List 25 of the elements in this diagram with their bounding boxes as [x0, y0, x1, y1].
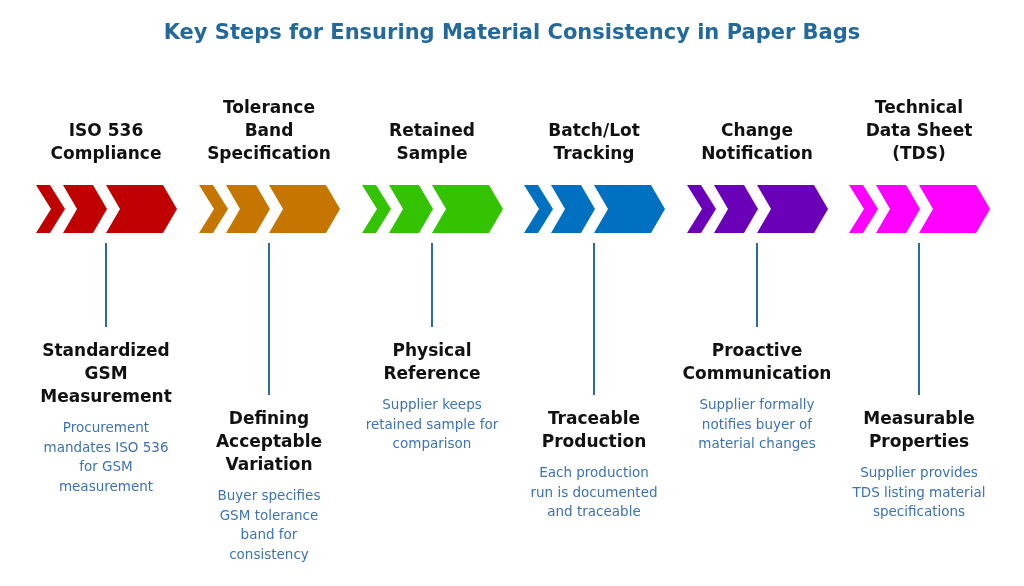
outcome-heading: Traceable Production — [540, 407, 648, 453]
step-title: Technical Data Sheet (TDS) — [864, 96, 974, 165]
description-text: Supplier provides TDS listing material specifications — [851, 463, 987, 521]
step-title: Change Notification — [700, 119, 814, 165]
description-text: Procurement mandates ISO 536 for GSM measurement — [42, 418, 170, 496]
outcome-heading: Standardized GSM Measurement — [39, 339, 173, 408]
connector-line — [593, 242, 595, 396]
step-title: Batch/Lot Tracking — [547, 119, 641, 165]
step-title: Retained Sample — [388, 119, 476, 165]
step-title: Tolerance Band Specification — [206, 96, 332, 165]
connector-line — [431, 242, 433, 328]
description-text: Supplier formally notifies buyer of material changes — [697, 395, 817, 453]
outcome-heading: Defining Acceptable Variation — [214, 407, 324, 476]
connector-line — [105, 242, 107, 328]
description-text: Buyer specifies GSM tolerance band for consistency — [216, 486, 322, 564]
diagram-title: Key Steps for Ensuring Material Consistency in Paper Bags — [163, 19, 861, 46]
connector-line — [756, 242, 758, 328]
outcome-heading: Measurable Properties — [862, 407, 976, 453]
outcome-heading: Proactive Communication — [681, 339, 833, 385]
outcome-heading: Physical Reference — [382, 339, 482, 385]
connector-line — [918, 242, 920, 396]
description-text: Each production run is documented and traceable — [529, 463, 659, 521]
step-title: ISO 536 Compliance — [49, 119, 163, 165]
description-text: Supplier keeps retained sample for comparison — [364, 395, 500, 453]
connector-line — [268, 242, 270, 396]
